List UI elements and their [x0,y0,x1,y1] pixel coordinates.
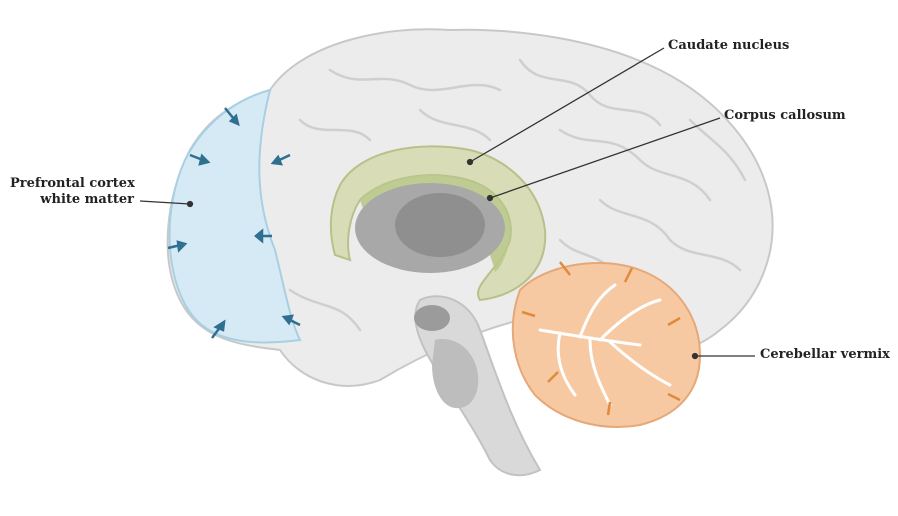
thalamus-inner [395,193,485,257]
label-cerebellar-vermix: Cerebellar vermix [760,347,890,363]
label-prefrontal-line2: white matter [10,192,134,208]
label-prefrontal-cortex: Prefrontal cortex white matter [10,176,134,208]
midbrain-shape [414,305,450,331]
label-prefrontal-line1: Prefrontal cortex [10,176,134,192]
label-corpus-callosum: Corpus callosum [724,108,846,124]
label-caudate-nucleus: Caudate nucleus [668,38,789,54]
